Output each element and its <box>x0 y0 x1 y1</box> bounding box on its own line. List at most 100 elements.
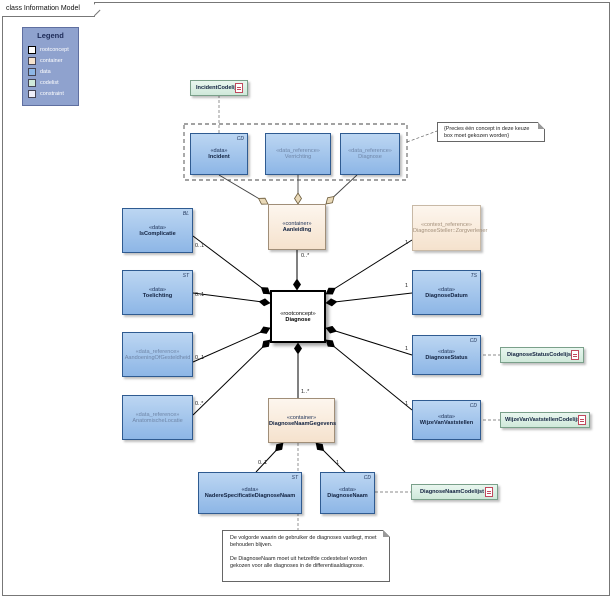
class-name: DiagnoseNaamGegevens <box>269 420 337 427</box>
mult-dngegevens: 1..* <box>301 389 310 395</box>
type-tag: CD <box>236 136 244 142</box>
note-paragraph-1: De volgorde waarin de gebruiker de diagn… <box>230 535 377 549</box>
class-name: Toelichting <box>142 292 173 299</box>
class-toelichting[interactable]: ST «data» Toelichting <box>122 270 193 315</box>
legend-swatch <box>28 89 36 98</box>
codelist-name: IncidentCodelijst <box>196 85 242 91</box>
stereotype: «data» <box>437 414 456 420</box>
legend-label: rootconcept <box>40 46 69 53</box>
mult-wijze: 1 <box>405 401 409 407</box>
mult-toelichting: 0..1 <box>195 292 205 298</box>
codelist-name: WijzeVanVaststellenCodelijst <box>505 417 583 423</box>
legend-item-data: data <box>23 66 78 77</box>
stereotype: «data_reference» <box>348 148 392 154</box>
incident-codelist[interactable]: IncidentCodelijst <box>190 80 248 96</box>
class-aandoening[interactable]: «data_reference» AandoeningOfGesteldheid <box>122 332 193 377</box>
diagnosestatus-codelist[interactable]: DiagnoseStatusCodelijst <box>500 347 584 363</box>
edge-anatomische-diagnose <box>192 339 271 416</box>
type-tag: BL <box>182 211 189 217</box>
legend-swatch <box>28 78 36 87</box>
legend-swatch <box>28 56 36 65</box>
mult-iscomplicatie: 0..1 <box>195 243 205 249</box>
codelist-icon <box>235 83 243 93</box>
legend-swatch <box>28 67 36 76</box>
stereotype: «data» <box>241 487 259 493</box>
edge-diagnosenaam-dngegevens <box>315 442 346 473</box>
constraint-note: {Precies één concept in deze keuze box m… <box>437 122 545 142</box>
codelist-icon <box>571 350 579 360</box>
legend-label: constraint <box>40 90 64 97</box>
class-nadere-specificatie[interactable]: ST «data» NadereSpecificatieDiagnoseNaam <box>198 472 302 514</box>
stereotype: «container» <box>286 414 317 421</box>
mult-diagnosesteller: 1 <box>405 240 409 246</box>
codelist-name: DiagnoseStatusCodelijst <box>507 352 573 358</box>
class-name: NadereSpecificatieDiagnoseNaam <box>204 493 296 499</box>
stereotype: «data_reference» <box>135 348 180 355</box>
class-diagnosedatum[interactable]: TS «data» DiagnoseDatum <box>412 270 481 315</box>
stereotype: «data» <box>148 286 167 293</box>
edge-nadere-dngegevens <box>255 442 284 473</box>
mult-aandoening: 0..1 <box>195 355 205 361</box>
codelist-name: DiagnoseNaamCodelijst <box>420 489 485 495</box>
class-verrichting[interactable]: «data_reference» Verrichting <box>265 133 331 175</box>
class-name: DiagnoseNaam <box>327 493 368 499</box>
class-diagnose-root[interactable]: «rootconcept» Diagnose <box>270 290 326 343</box>
type-tag: CD <box>363 475 371 481</box>
stereotype: «container» <box>282 221 312 227</box>
class-aanleiding[interactable]: «container» Aanleiding <box>268 204 326 250</box>
class-wijzevanvaststellen[interactable]: CD «data» WijzeVanVaststellen <box>412 400 481 440</box>
stereotype: «data» <box>437 349 456 355</box>
mult-aanleiding-diagnose: 0..* <box>301 253 310 259</box>
class-name: Diagnose <box>285 316 311 323</box>
stereotype: «data» <box>210 148 228 154</box>
type-tag: CD <box>469 403 477 409</box>
legend-label: codelist <box>40 79 59 86</box>
constraint-note-link <box>406 130 438 143</box>
type-tag: ST <box>182 273 189 279</box>
wijzevanvaststellen-codelist[interactable]: WijzeVanVaststellenCodelijst <box>500 412 590 428</box>
mult-nadere: 0..1 <box>258 460 268 466</box>
type-tag: CD <box>469 338 477 344</box>
legend: Legend rootconcept container data codeli… <box>22 27 79 106</box>
legend-label: data <box>40 68 51 75</box>
diagram-frame-title: class Information Model <box>2 2 95 17</box>
stereotype: «data_reference» <box>135 411 180 418</box>
edge-toelichting-diagnose <box>192 292 271 307</box>
legend-item-container: container <box>23 55 78 66</box>
class-name: DiagnoseDatum <box>425 292 468 299</box>
stereotype: «data_reference» <box>276 148 320 154</box>
diagnosenaam-codelist[interactable]: DiagnoseNaamCodelijst <box>411 484 498 500</box>
class-iscomplicatie[interactable]: BL «data» IsComplicatie <box>122 208 193 253</box>
edge-iscomplicatie-diagnose <box>192 235 271 295</box>
class-diagnosesteller[interactable]: «context_reference» DiagnoseSteller::Zor… <box>412 205 488 251</box>
mult-diagnosenaam: 1 <box>336 460 340 466</box>
sequence-note: De volgorde waarin de gebruiker de diagn… <box>222 530 390 582</box>
class-anatomische[interactable]: «data_reference» AnatomischeLocatie <box>122 395 193 440</box>
class-name: AnatomischeLocatie <box>132 417 183 424</box>
class-diagnosenaam[interactable]: CD «data» DiagnoseNaam <box>320 472 375 514</box>
edge-diagnosesteller-diagnose <box>325 239 413 295</box>
edge-wijze-diagnose <box>325 339 413 411</box>
edge-diagnosestatus-diagnose <box>325 325 413 356</box>
codelist-icon <box>578 415 586 425</box>
edge-aandoening-diagnose <box>192 326 271 363</box>
mult-diagnosedatum: 1 <box>405 283 409 289</box>
class-name: Diagnose <box>358 154 382 160</box>
type-tag: TS <box>470 273 477 279</box>
class-name: DiagnoseSteller::Zorgverlener <box>413 228 488 234</box>
class-name: AandoeningOfGesteldheid <box>124 354 191 361</box>
note-paragraph-2: De DiagnoseNaam moet uit hetzelfde codes… <box>230 555 368 569</box>
class-diagnose-reference[interactable]: «data_reference» Diagnose <box>340 133 400 175</box>
note-text: {Precies één concept in deze keuze box m… <box>444 126 530 140</box>
class-name: WijzeVanVaststellen <box>419 420 474 426</box>
type-tag: ST <box>291 475 298 481</box>
stereotype: «data» <box>437 286 456 293</box>
class-name: Aanleiding <box>282 227 312 233</box>
class-incident[interactable]: CD «data» Incident <box>190 133 248 175</box>
class-diagnosestatus[interactable]: CD «data» DiagnoseStatus <box>412 335 481 375</box>
stereotype: «rootconcept» <box>280 310 316 317</box>
mult-anatomische: 0..* <box>195 401 204 407</box>
class-diagnosenaamgegevens[interactable]: «container» DiagnoseNaamGegevens <box>268 398 337 443</box>
